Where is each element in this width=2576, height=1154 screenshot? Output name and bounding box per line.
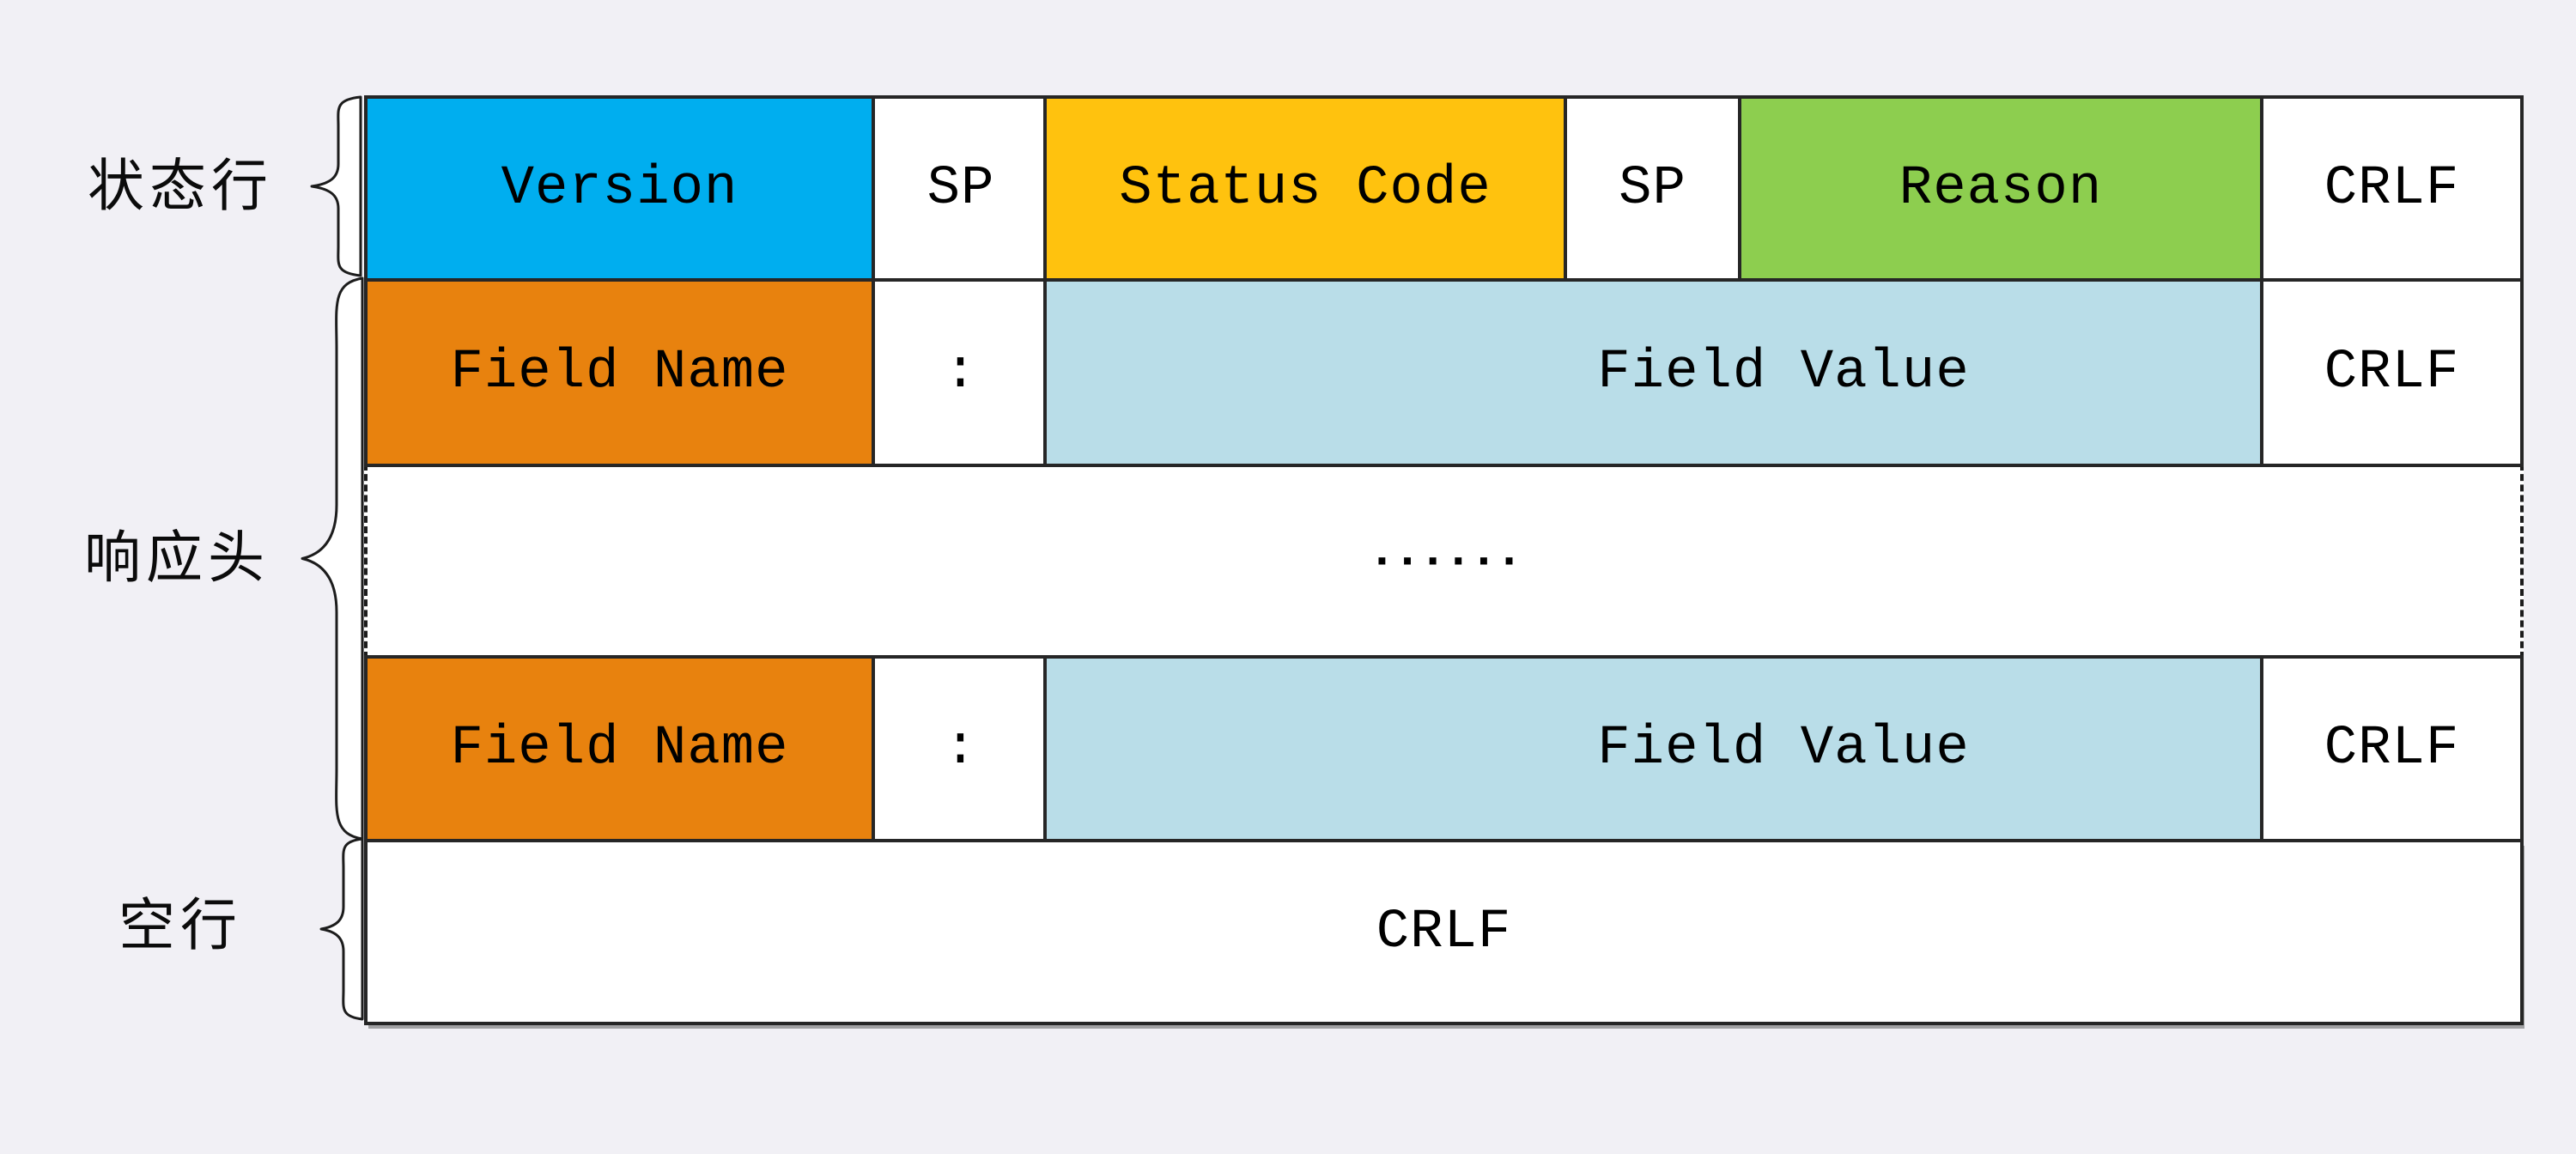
cell-colon-1-label: : — [944, 342, 978, 404]
cell-status-code: Status Code — [1043, 95, 1567, 282]
cell-sp-2-label: SP — [1619, 157, 1686, 220]
cell-sp-1: SP — [872, 95, 1050, 282]
cell-field-name-2-label: Field Name — [450, 718, 789, 780]
cell-reason: Reason — [1738, 95, 2263, 282]
cell-crlf-header-1-label: CRLF — [2324, 342, 2460, 404]
cell-crlf-header-2: CRLF — [2260, 655, 2524, 842]
cell-crlf-blank-line: CRLF — [364, 839, 2524, 1025]
cell-field-value-2-label: Field Value — [1597, 718, 1970, 780]
cell-reason-label: Reason — [1899, 157, 2103, 220]
brace-blank-line-icon — [319, 837, 364, 1021]
cell-crlf-status-line: CRLF — [2260, 95, 2524, 282]
cell-field-value-1-label: Field Value — [1597, 342, 1970, 404]
brace-response-headers-icon — [301, 276, 364, 841]
cell-status-code-label: Status Code — [1119, 157, 1492, 220]
headers-ellipsis-dots: ······ — [1367, 533, 1524, 589]
cell-crlf-header-2-label: CRLF — [2324, 718, 2460, 780]
cell-sp-2: SP — [1564, 95, 1741, 282]
cell-colon-2-label: : — [944, 718, 978, 780]
row-label-response-headers: 响应头 — [84, 527, 270, 590]
cell-version: Version — [364, 95, 875, 282]
row-label-status-line: 状态行 — [88, 155, 273, 218]
cell-colon-2: : — [872, 655, 1050, 842]
message-structure-table: Version SP Status Code SP Reason CRLF Fi… — [364, 95, 2524, 1025]
cell-field-name-1-label: Field Name — [450, 342, 789, 404]
cell-crlf-header-1: CRLF — [2260, 278, 2524, 467]
cell-headers-ellipsis: ······ — [364, 464, 2524, 659]
cell-crlf-blank-line-label: CRLF — [1376, 901, 1512, 963]
cell-field-name-2: Field Name — [364, 655, 875, 842]
cell-crlf-status-line-label: CRLF — [2324, 157, 2460, 220]
row-label-blank-line: 空行 — [118, 895, 242, 957]
cell-colon-1: : — [872, 278, 1050, 467]
cell-field-name-1: Field Name — [364, 278, 875, 467]
cell-version-label: Version — [501, 157, 738, 220]
cell-sp-1-label: SP — [927, 157, 995, 220]
brace-status-line-icon — [310, 95, 362, 277]
